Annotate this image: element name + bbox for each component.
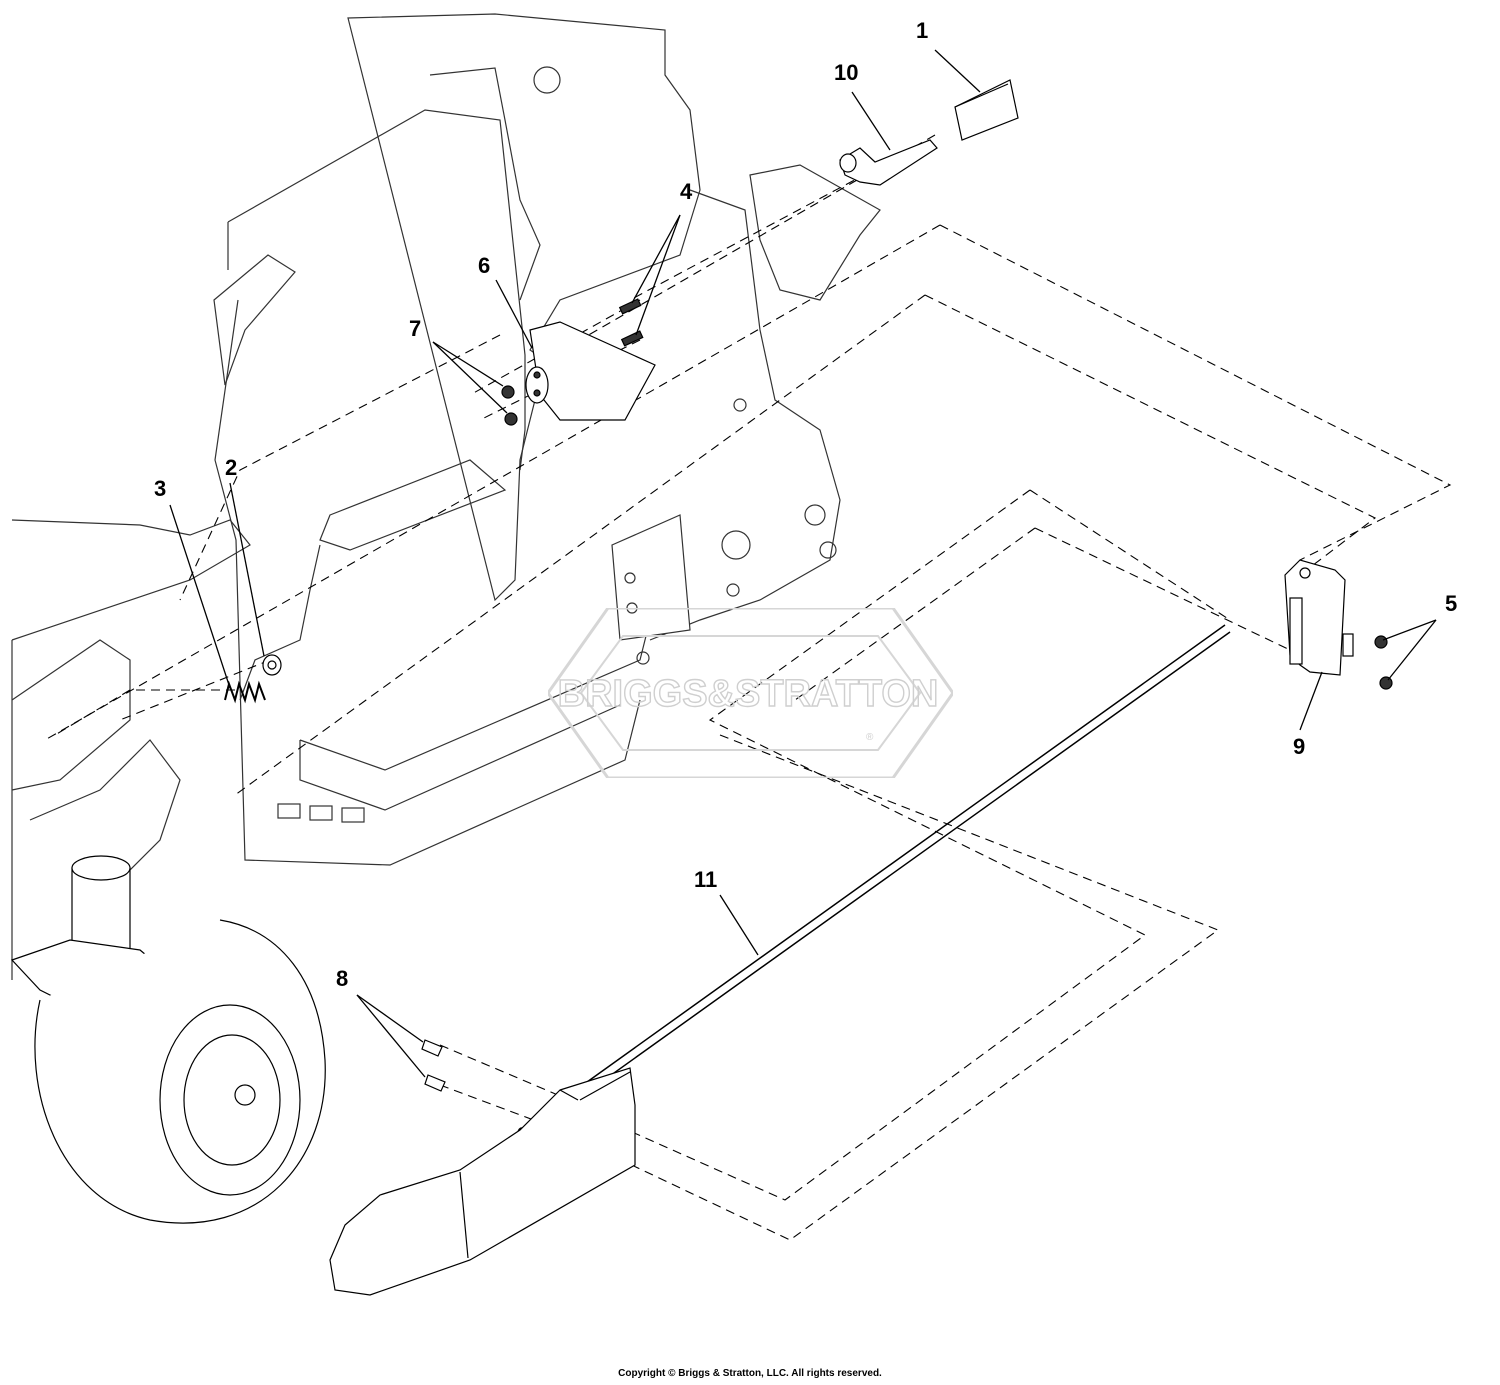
callout-9: 9 <box>1293 734 1306 759</box>
part-1-handle-grip <box>954 79 1019 141</box>
part-6-pivot-bracket <box>525 321 656 421</box>
part-4-bolts <box>618 298 644 347</box>
copyright-notice: Copyright © Briggs & Stratton, LLC. All … <box>618 1368 882 1379</box>
callout-6: 6 <box>478 253 491 278</box>
mower-frame <box>11 13 881 980</box>
callout-5: 5 <box>1445 591 1458 616</box>
part-3-spring <box>224 680 266 704</box>
part-8-bolts <box>421 1039 446 1092</box>
lever-shield <box>329 1067 636 1296</box>
callout-8: 8 <box>336 966 349 991</box>
callout-3: 3 <box>154 476 167 501</box>
callout-7: 7 <box>409 316 422 341</box>
watermark-logo: BRIGGS&STRATTON ® <box>548 608 953 778</box>
caster-wheel <box>10 855 326 1224</box>
watermark-registered: ® <box>866 732 874 743</box>
callout-4: 4 <box>680 179 693 204</box>
watermark-text: BRIGGS&STRATTON <box>558 673 939 715</box>
leader-lines <box>169 49 1437 1078</box>
part-5-nuts <box>1374 635 1393 690</box>
exploded-view-lines <box>44 134 1452 1241</box>
callout-11: 11 <box>694 867 718 892</box>
part-2-bushing <box>262 654 282 676</box>
callout-2: 2 <box>225 455 238 480</box>
callout-10: 10 <box>834 60 859 85</box>
callout-1: 1 <box>916 18 929 43</box>
part-9-mount-plate <box>1284 559 1354 676</box>
part-10-lever <box>839 139 938 186</box>
part-7-nuts <box>501 385 518 426</box>
